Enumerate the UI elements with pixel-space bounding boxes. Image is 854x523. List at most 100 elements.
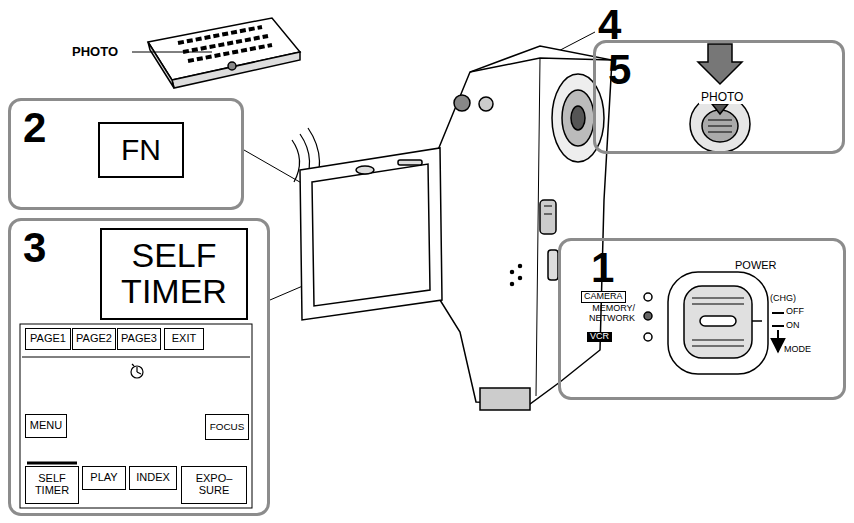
touch-screen — [20, 324, 252, 508]
power-switch — [644, 293, 652, 301]
signal-waves — [292, 140, 300, 182]
camcorder — [454, 95, 470, 111]
touch-screen — [131, 366, 143, 378]
camcorder — [540, 200, 556, 234]
button-text: SELF TIMER — [31, 473, 73, 496]
callout-number: 5 — [608, 47, 631, 93]
power-switch — [700, 316, 736, 326]
camcorder — [562, 90, 594, 146]
switch-position: OFF — [786, 307, 804, 317]
callout-number: 1 — [591, 245, 614, 291]
step-panel: FN 2 — [8, 98, 244, 210]
button-label: FN — [98, 122, 184, 178]
screen-button: EXIT — [164, 328, 204, 350]
button-text: PAGE2 — [76, 333, 112, 345]
switch-position: (CHG) — [770, 294, 796, 304]
power-switch — [692, 304, 744, 305]
remote-control — [228, 62, 236, 70]
screen-button: PAGE1 — [25, 328, 71, 350]
camcorder — [544, 206, 552, 207]
touch-screen — [20, 324, 252, 508]
step-panel: 1 POWER CAMERAMEMORY/ NETWORK VCR (CHG) OFF ON… — [558, 238, 846, 400]
camcorder — [548, 250, 558, 280]
touch-screen — [22, 357, 250, 358]
power-switch — [777, 330, 779, 352]
switch-position: ON — [786, 321, 800, 331]
button-name: PHOTO — [699, 91, 745, 104]
camcorder — [356, 166, 374, 174]
screen-button: PAGE3 — [117, 328, 161, 350]
photo-button — [690, 96, 750, 152]
camcorder — [511, 271, 514, 274]
photo-button — [708, 120, 732, 121]
photo-button — [690, 44, 750, 152]
power-switch — [752, 320, 762, 322]
mode-label: CAMERA — [581, 291, 626, 303]
remote-control — [148, 42, 174, 88]
screen-button: FOCUS — [205, 414, 249, 440]
power-switch — [692, 340, 744, 341]
button-text: MENU — [30, 420, 62, 432]
photo-button — [708, 126, 732, 127]
button-text: PAGE1 — [30, 333, 66, 345]
mode-label: MEMORY/ NETWORK — [565, 304, 635, 324]
power-switch — [644, 312, 652, 320]
camcorder — [519, 265, 522, 268]
touch-screen — [27, 462, 77, 465]
button-text: INDEX — [136, 472, 170, 484]
button-label: SELF TIMER — [100, 228, 248, 320]
remote-control — [188, 45, 272, 61]
camcorder — [571, 106, 585, 130]
camcorder — [312, 164, 430, 306]
switch-position: MODE — [784, 345, 811, 355]
touch-screen — [137, 372, 141, 374]
leader-line — [270, 285, 305, 300]
power-switch — [692, 346, 744, 347]
screen-button: PLAY — [82, 466, 126, 490]
camcorder — [300, 148, 442, 320]
power-switch — [772, 312, 784, 314]
button-text: EXIT — [172, 333, 196, 345]
screen-button: INDEX — [129, 466, 177, 490]
touch-screen — [136, 367, 137, 372]
switch-name: POWER — [735, 259, 777, 271]
screen-button: EXPO– SURE — [181, 466, 247, 504]
camcorder — [300, 46, 612, 410]
screen-button: MENU — [25, 414, 67, 438]
step-panel: SELF TIMER PAGE1 PAGE2 PAGE3 EXIT MENU FOCUS SE… — [8, 218, 270, 516]
camcorder — [398, 160, 422, 165]
callout-number: 4 — [598, 4, 621, 46]
power-switch — [668, 272, 768, 374]
remote-control — [148, 18, 300, 88]
screen-button: PAGE2 — [72, 328, 116, 350]
photo-button — [708, 132, 732, 133]
callout-number: 3 — [23, 225, 46, 271]
power-switch — [692, 298, 744, 299]
camcorder — [438, 46, 612, 404]
camcorder — [519, 277, 522, 280]
camcorder — [470, 58, 612, 72]
button-text: EXPO– SURE — [192, 473, 236, 496]
mode-label: VCR — [587, 332, 612, 342]
camcorder — [479, 97, 493, 111]
camcorder — [544, 214, 552, 215]
power-switch — [772, 325, 784, 327]
button-text: PAGE3 — [121, 333, 157, 345]
button-text: SELF TIMER — [109, 238, 239, 309]
leader-line — [132, 52, 212, 53]
button-text: FN — [121, 134, 161, 166]
screen-button: SELF TIMER — [25, 466, 79, 504]
camcorder — [511, 283, 514, 286]
leader-line — [244, 150, 305, 185]
callout-number: 2 — [23, 105, 46, 151]
photo-button — [712, 104, 728, 114]
power-switch — [644, 272, 784, 374]
remote-control — [172, 52, 300, 88]
part-name: PHOTO — [72, 45, 118, 58]
camcorder — [552, 74, 604, 162]
step-panel: 5PHOTO — [593, 40, 845, 154]
button-text: PLAY — [90, 472, 117, 484]
button-text: FOCUS — [210, 422, 245, 432]
touch-screen — [132, 364, 134, 366]
